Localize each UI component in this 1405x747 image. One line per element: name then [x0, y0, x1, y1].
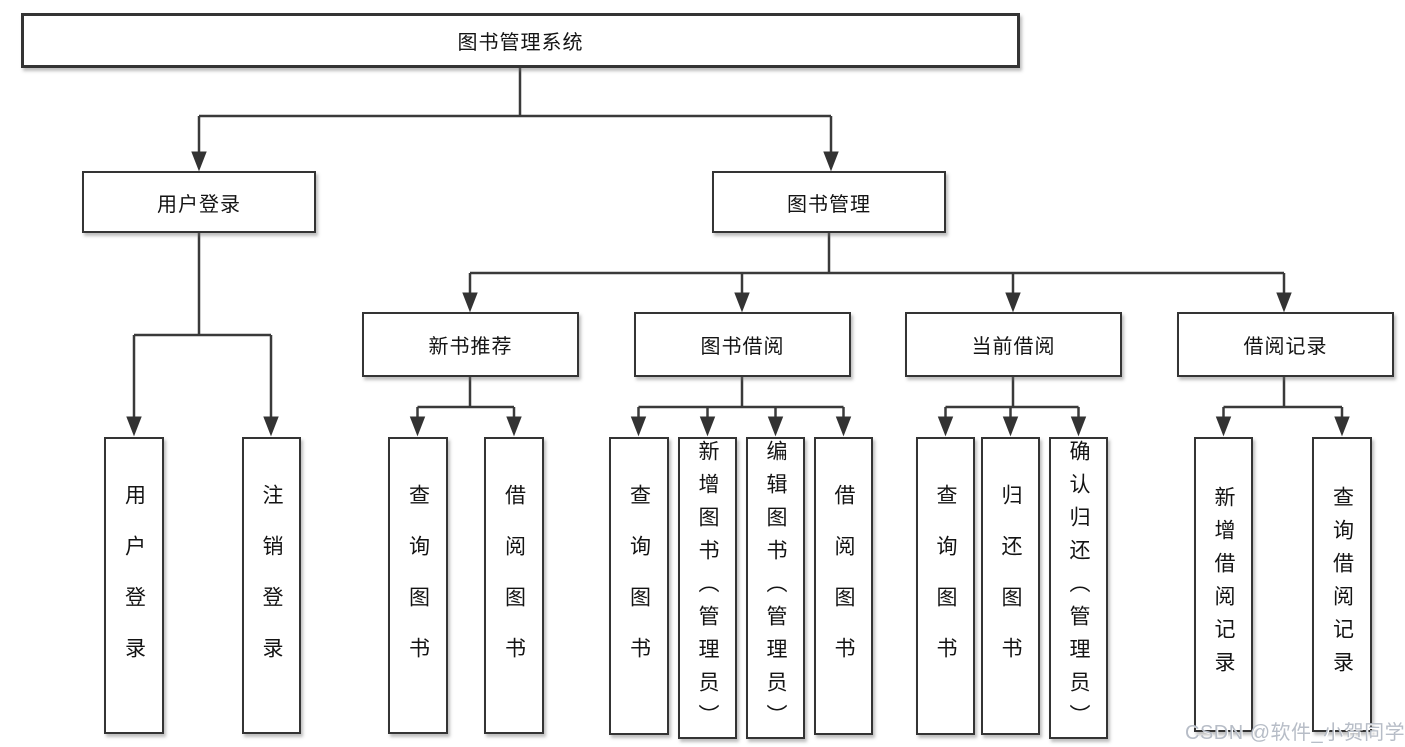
node-new-book-recommend: 新书推荐 [362, 312, 579, 377]
node-current-borrowing: 当前借阅 [905, 312, 1122, 377]
leaf-bb-borrow-books-label: 借阅图书 [832, 484, 855, 688]
node-root-label: 图书管理系统 [457, 32, 584, 54]
node-book-borrowing-label: 图书借阅 [700, 336, 785, 358]
leaf-user-login: 用户登录 [104, 437, 164, 734]
watermark: CSDN @软件_小贺同学 [1185, 722, 1405, 744]
node-borrowing-records: 借阅记录 [1177, 312, 1394, 377]
leaf-cb-return-books-label: 归还图书 [999, 484, 1022, 688]
leaf-cb-confirm-return-admin-label: 确认归还（管理员） [1067, 439, 1090, 737]
leaf-cb-query-books: 查询图书 [916, 437, 975, 735]
leaf-bb-query-books: 查询图书 [609, 437, 669, 735]
node-book-management: 图书管理 [712, 171, 946, 233]
leaf-nb-query-books: 查询图书 [388, 437, 448, 734]
leaf-cb-query-books-label: 查询图书 [934, 484, 957, 688]
leaf-logout: 注销登录 [242, 437, 301, 734]
leaf-br-query-record-label: 查询借阅记录 [1330, 485, 1354, 684]
leaf-cb-return-books: 归还图书 [981, 437, 1040, 735]
leaf-nb-borrow-books-label: 借阅图书 [502, 483, 526, 688]
node-current-borrowing-label: 当前借阅 [971, 336, 1056, 358]
node-user-login-label: 用户登录 [157, 193, 241, 216]
node-user-login: 用户登录 [82, 171, 316, 233]
leaf-bb-query-books-label: 查询图书 [627, 484, 651, 688]
leaf-br-add-record-label: 新增借阅记录 [1212, 485, 1235, 684]
leaf-bb-edit-books-admin-label: 编辑图书（管理员） [764, 439, 787, 737]
leaf-bb-add-books-admin-label: 新增图书（管理员） [696, 439, 719, 737]
leaf-br-query-record: 查询借阅记录 [1312, 437, 1372, 732]
leaf-cb-confirm-return-admin: 确认归还（管理员） [1049, 437, 1108, 739]
leaf-bb-add-books-admin: 新增图书（管理员） [678, 437, 737, 739]
node-borrowing-records-label: 借阅记录 [1243, 336, 1328, 358]
leaf-nb-query-books-label: 查询图书 [406, 483, 430, 688]
node-root: 图书管理系统 [21, 13, 1020, 68]
leaf-br-add-record: 新增借阅记录 [1194, 437, 1253, 732]
leaf-bb-edit-books-admin: 编辑图书（管理员） [746, 437, 805, 739]
node-book-management-label: 图书管理 [787, 193, 871, 216]
node-new-book-recommend-label: 新书推荐 [428, 336, 513, 358]
leaf-nb-borrow-books: 借阅图书 [484, 437, 544, 734]
leaf-user-login-label: 用户登录 [122, 483, 146, 688]
leaf-bb-borrow-books: 借阅图书 [814, 437, 873, 735]
leaf-logout-label: 注销登录 [260, 483, 283, 688]
node-book-borrowing: 图书借阅 [634, 312, 851, 377]
